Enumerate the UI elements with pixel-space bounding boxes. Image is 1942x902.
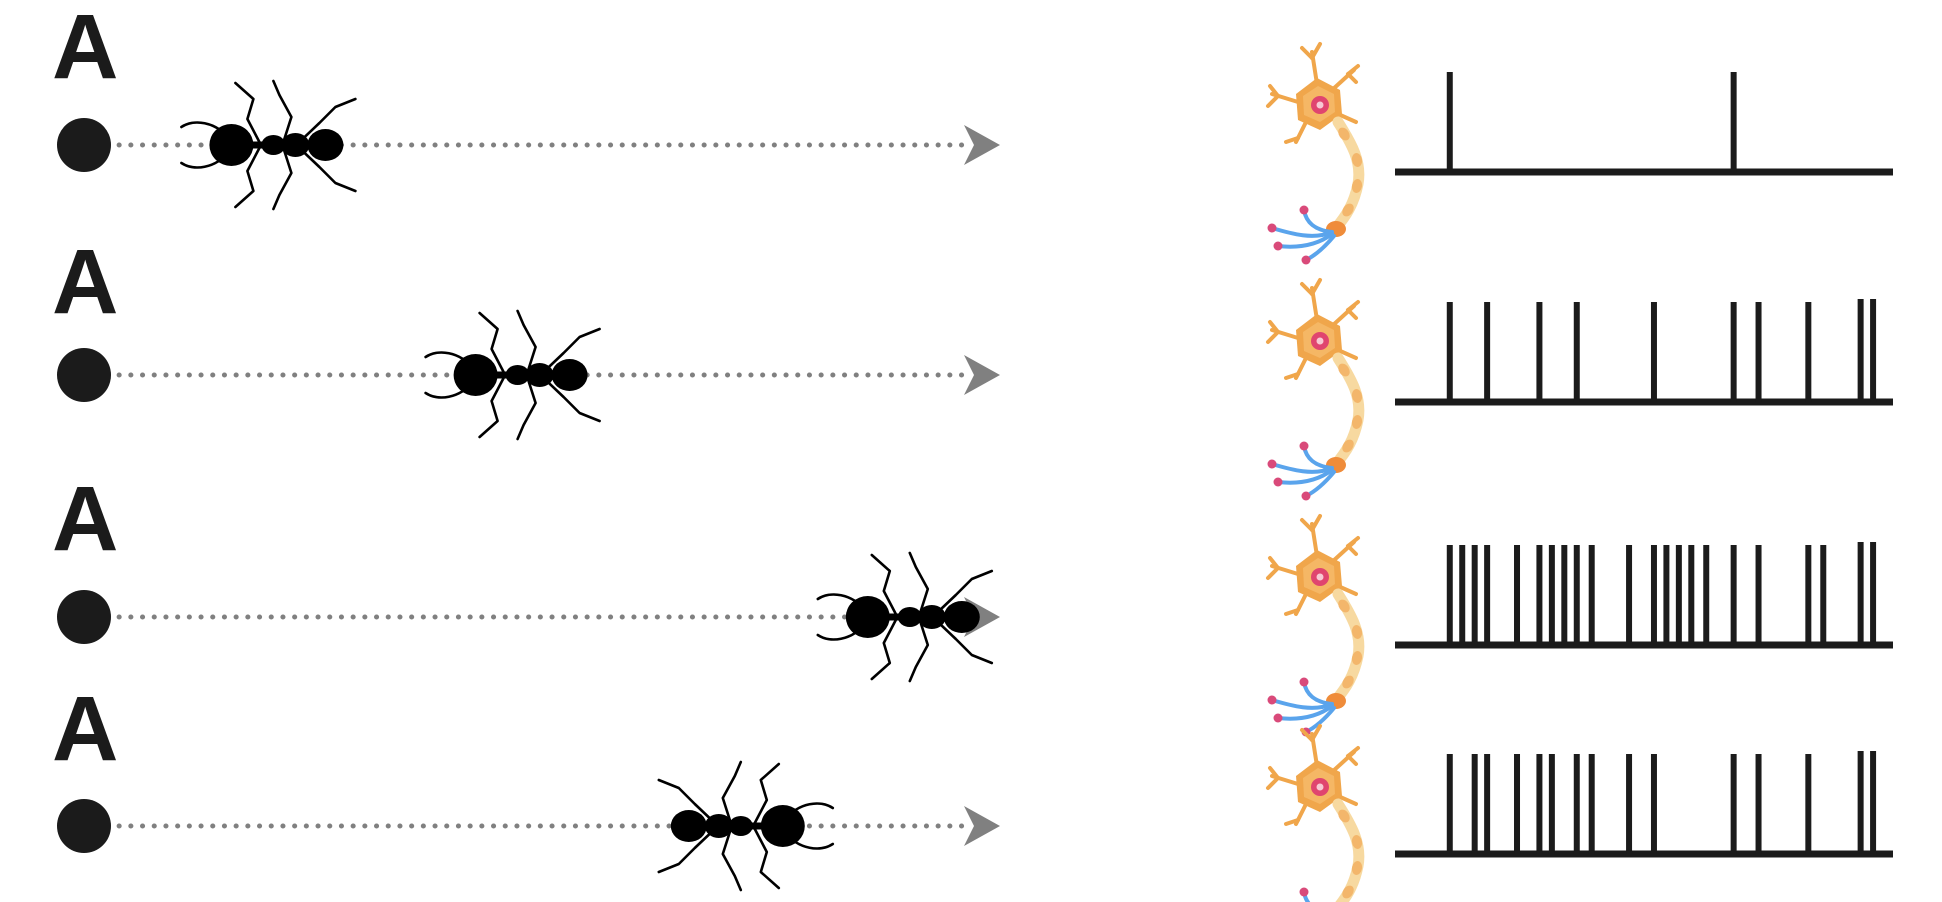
spike-raster (1395, 72, 1893, 176)
neuron-icon (1268, 44, 1364, 265)
start-dot-icon (57, 348, 111, 402)
spike-raster (1395, 299, 1893, 406)
neuron-icon (1268, 516, 1364, 737)
neuron-icon (1268, 726, 1364, 902)
stimulus-row: A (52, 231, 1893, 501)
arrowhead-icon (964, 806, 1000, 846)
start-dot-icon (57, 799, 111, 853)
stimulus-row: A (52, 678, 1893, 902)
row-label: A (52, 231, 118, 333)
stimulus-row: A (52, 0, 1893, 265)
start-dot-icon (57, 590, 111, 644)
row-label: A (52, 0, 118, 98)
ant-icon (424, 309, 601, 441)
arrowhead-icon (964, 355, 1000, 395)
neuron-icon (1268, 280, 1364, 501)
arrowhead-icon (964, 125, 1000, 165)
ant-icon (657, 760, 835, 892)
spike-raster (1395, 751, 1893, 858)
row-label: A (52, 468, 118, 570)
start-dot-icon (57, 118, 111, 172)
spike-raster (1395, 542, 1893, 649)
row-label: A (52, 678, 118, 780)
ant-icon (180, 79, 357, 211)
stimulus-row: A (52, 468, 1893, 737)
